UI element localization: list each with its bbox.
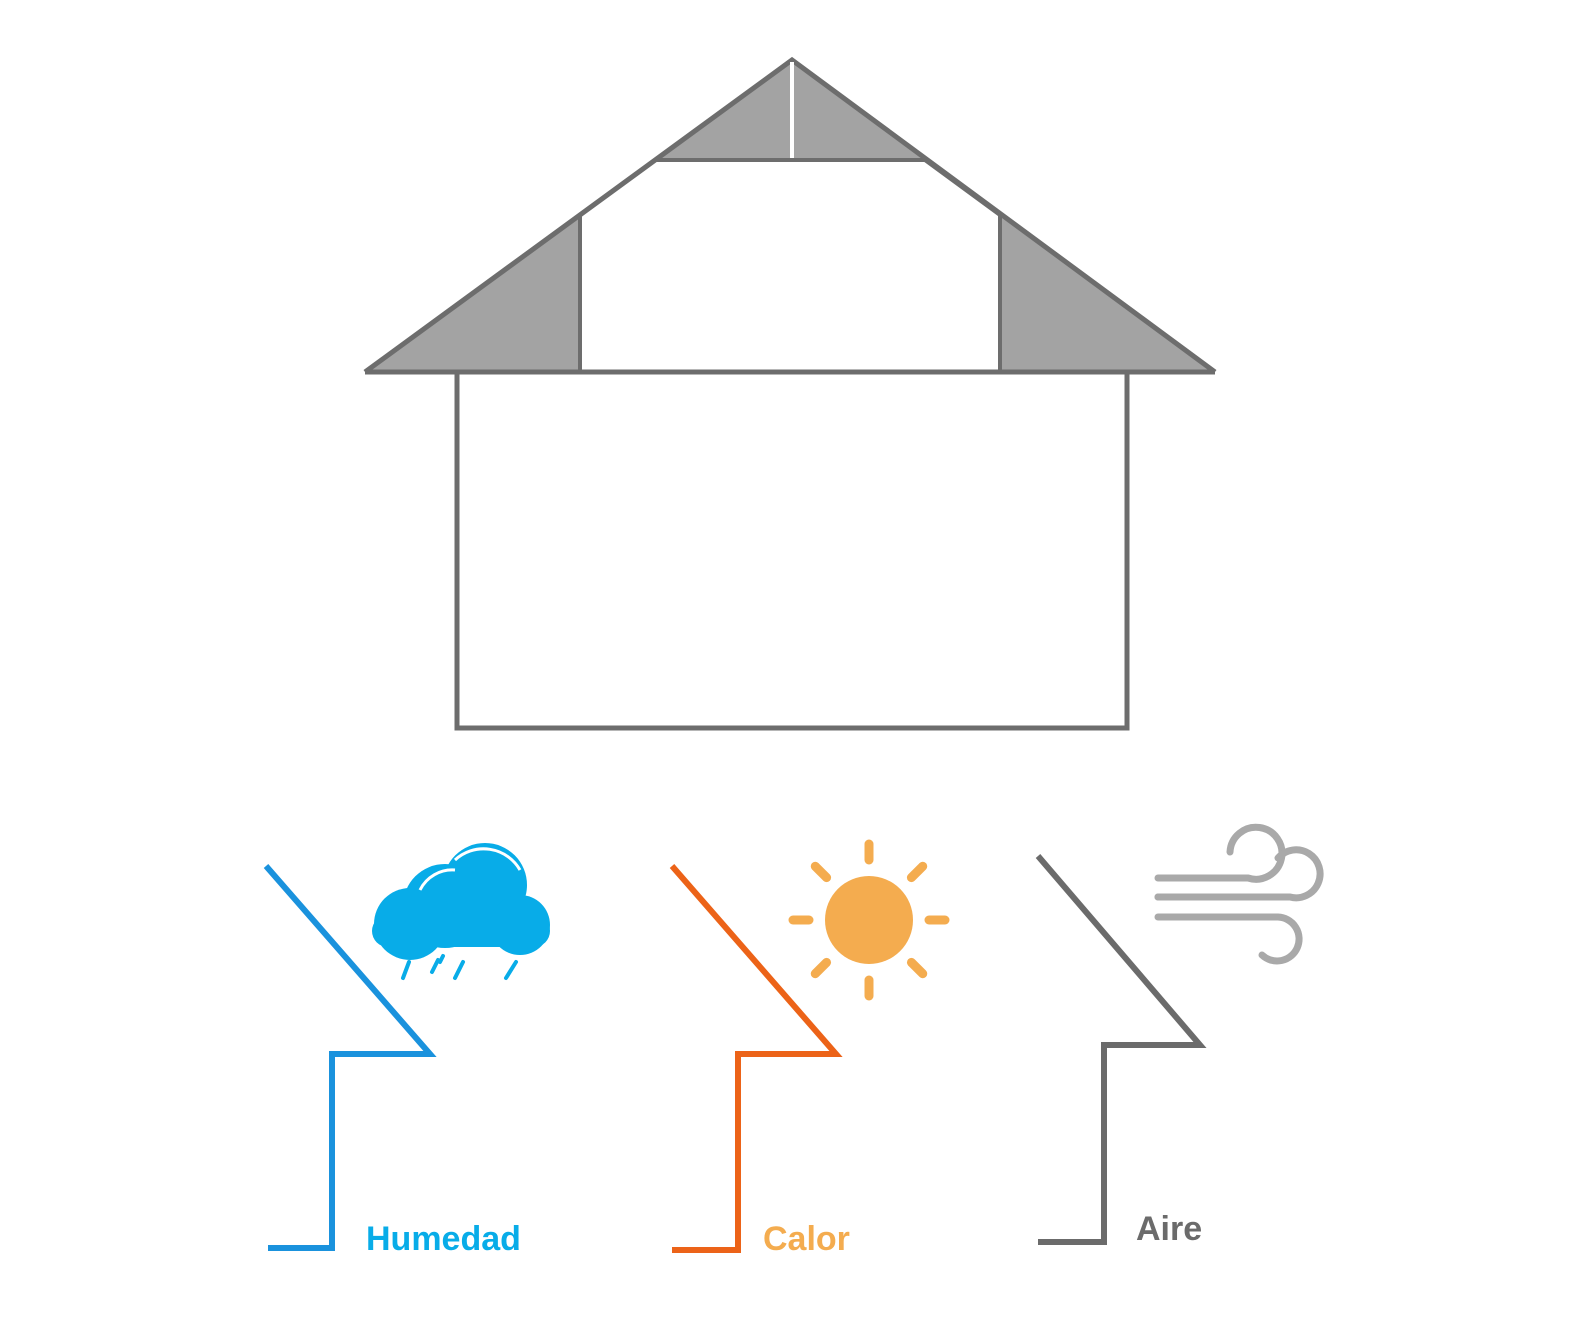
air-group: Aire: [1035, 823, 1324, 1248]
sun-icon: [788, 839, 950, 1001]
attic-room-outline: [578, 158, 657, 372]
sun-core: [825, 876, 913, 964]
attic-room-outline-right: [923, 158, 1002, 372]
roof-outline: [363, 56, 1217, 375]
wind-icon: [1154, 823, 1324, 965]
heat-label: Calor: [763, 1220, 850, 1258]
sun-ray: [810, 957, 832, 979]
sun-ray: [906, 861, 928, 883]
air-label: Aire: [1136, 1210, 1202, 1248]
sun-ray: [906, 957, 928, 979]
humidity-group: Humedad: [263, 843, 550, 1258]
air-profile-line: [1035, 854, 1207, 1245]
heat-profile-line: [669, 864, 843, 1253]
humidity-profile-line: [263, 864, 437, 1251]
house: [363, 56, 1217, 731]
heat-group: Calor: [669, 839, 950, 1258]
humidity-label: Humedad: [366, 1220, 521, 1258]
house-walls: [454, 369, 1130, 731]
rain-cloud-icon: [372, 843, 550, 980]
sun-ray: [810, 861, 832, 883]
